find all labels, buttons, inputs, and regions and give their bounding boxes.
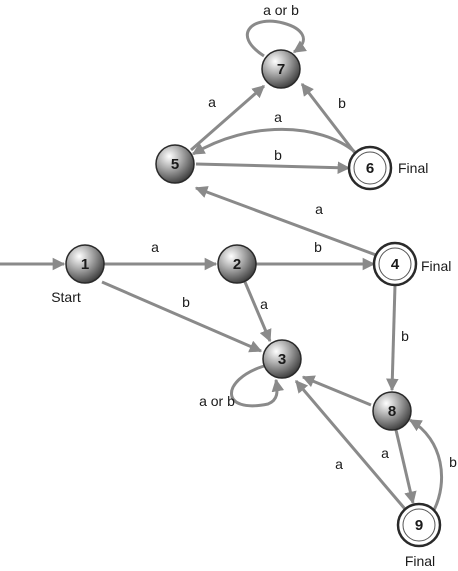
state-label: 7: [277, 61, 285, 78]
state-label: 4: [391, 256, 400, 273]
state-label: 9: [415, 517, 423, 534]
edge-6-5: a: [191, 109, 356, 156]
state-circle: [261, 49, 301, 89]
edge-8-9: a: [381, 429, 417, 505]
edge-label-4-8: b: [401, 328, 409, 344]
edge-9-3: a: [294, 380, 407, 510]
state-label: 5: [171, 156, 179, 173]
edge-3-3: a or b: [199, 364, 285, 409]
state-circle: [378, 247, 412, 281]
state-caption-6: Final: [398, 160, 428, 176]
edge-7-7: a or b: [245, 2, 307, 58]
state-label: 6: [366, 160, 374, 177]
state-node-2: 2: [217, 244, 257, 284]
edge-6-7: b: [300, 83, 357, 154]
state-caption-9: Final: [405, 553, 435, 569]
state-node-6: 6 Final: [347, 145, 428, 191]
edge-arrow-8-9: [394, 429, 417, 505]
edge-label-9-8: b: [449, 454, 457, 470]
edge-2-4: b: [256, 239, 376, 271]
edge-arrow-3-3: [230, 364, 285, 408]
edge-8-3: [301, 375, 372, 407]
edge-arrow-4-8: [386, 284, 399, 392]
edge-arrow-7-7: [245, 19, 307, 58]
edge-label-7-7: a or b: [263, 2, 299, 18]
state-node-8: 8: [372, 391, 412, 431]
state-caption-4: Final: [421, 258, 451, 274]
edge-label-2-3: a: [260, 296, 268, 312]
state-circle: [217, 244, 257, 284]
edge-arrow-9-3: [294, 380, 407, 510]
edge-5-6: b: [195, 147, 351, 175]
state-node-5: 5: [155, 144, 195, 184]
edge-arrow-6-7: [300, 83, 357, 154]
edge-label-6-5: a: [274, 109, 282, 125]
edge-label-5-7: a: [208, 94, 216, 110]
state-circle: [262, 339, 302, 379]
edge-arrow-1-3: [101, 280, 263, 353]
edge-arrow-2-3: [243, 281, 272, 343]
state-circle: [353, 151, 387, 185]
edge-label-9-3: a: [335, 456, 343, 472]
state-label: 8: [388, 403, 396, 420]
edge-label-4-5: a: [315, 201, 323, 217]
edge-9-8: b: [408, 418, 457, 511]
state-label: 1: [81, 256, 89, 273]
edge-arrow-9-8: [408, 418, 444, 511]
state-caption-1: Start: [51, 289, 81, 305]
state-circle: [155, 144, 195, 184]
edge-label-1-2: a: [151, 239, 159, 255]
edge-label-2-4: b: [314, 239, 322, 255]
edge-5-7: a: [190, 84, 265, 152]
edge-arrow-5-6: [195, 161, 351, 175]
edge-1-3: b: [101, 280, 263, 353]
edge-label-6-7: b: [338, 95, 346, 111]
state-node-4: 4 Final: [372, 241, 451, 287]
edge-label-1-3: b: [182, 294, 190, 310]
edge-arrow-8-3: [301, 375, 372, 407]
state-node-7: 7: [261, 49, 301, 89]
edge-4-5: a: [194, 186, 377, 257]
state-node-3: 3: [262, 339, 302, 379]
state-circle: [65, 244, 105, 284]
state-label: 3: [278, 351, 286, 368]
edge-1-2: a: [104, 239, 218, 271]
state-label: 2: [233, 256, 241, 273]
edge-label-3-3: a or b: [199, 393, 235, 409]
edge-label-5-6: b: [274, 147, 282, 163]
state-circle: [372, 391, 412, 431]
edge-2-3: a: [243, 281, 272, 343]
edge-label-8-9: a: [381, 445, 389, 461]
edge-arrow-4-5: [194, 186, 377, 257]
edge-arrow-6-5: [191, 127, 356, 156]
edge-4-8: b: [386, 284, 409, 392]
state-circle: [402, 508, 436, 542]
edge-arrow-5-7: [190, 84, 265, 152]
